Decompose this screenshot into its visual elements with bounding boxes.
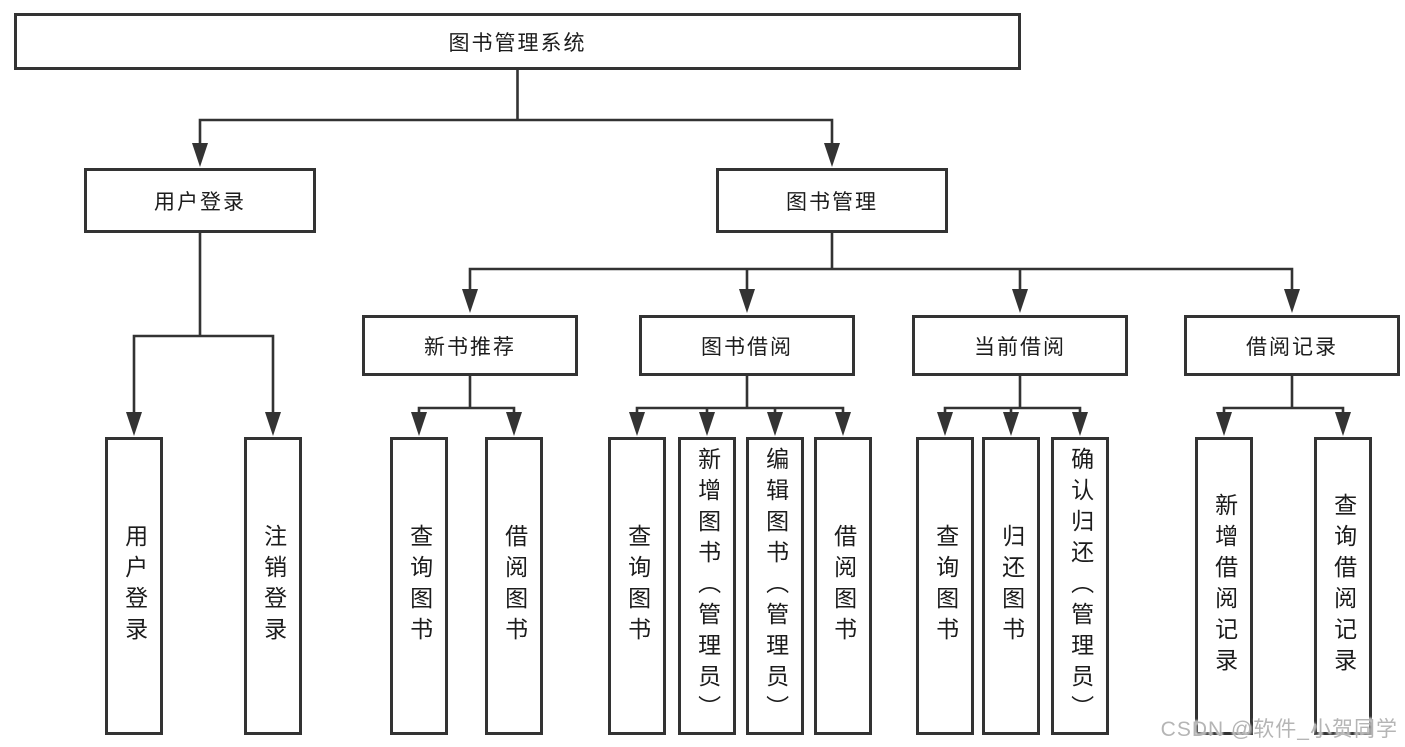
leaf-user-login-label: 用户登录 <box>121 524 148 648</box>
node-user-login: 用户登录 <box>84 168 316 233</box>
leaf-edit-book-admin: 编辑图书（管理员） <box>746 437 804 735</box>
leaf-search-books-recommend-label: 查询图书 <box>406 524 433 648</box>
leaf-borrow-books-recommend: 借阅图书 <box>485 437 543 735</box>
node-new-book-recommendation: 新书推荐 <box>362 315 578 376</box>
leaf-search-borrow-record: 查询借阅记录 <box>1314 437 1372 735</box>
leaf-search-books-recommend: 查询图书 <box>390 437 448 735</box>
node-current-borrowing-label: 当前借阅 <box>974 335 1066 359</box>
leaf-borrow-books-borrow-label: 借阅图书 <box>830 524 857 648</box>
leaf-logout-label: 注销登录 <box>260 524 287 648</box>
leaf-confirm-return-admin: 确认归还（管理员） <box>1051 437 1109 735</box>
node-user-login-label: 用户登录 <box>154 190 246 214</box>
node-current-borrowing: 当前借阅 <box>912 315 1128 376</box>
leaf-user-login: 用户登录 <box>105 437 163 735</box>
leaf-borrow-books-borrow: 借阅图书 <box>814 437 872 735</box>
node-book-management-label: 图书管理 <box>786 190 878 214</box>
node-book-management: 图书管理 <box>716 168 948 233</box>
leaf-add-borrow-record: 新增借阅记录 <box>1195 437 1253 735</box>
leaf-return-books-label: 归还图书 <box>998 524 1025 648</box>
leaf-confirm-return-admin-label: 确认归还（管理员） <box>1067 446 1094 726</box>
node-borrowing-records: 借阅记录 <box>1184 315 1400 376</box>
node-borrowing-records-label: 借阅记录 <box>1246 335 1338 359</box>
node-library-system: 图书管理系统 <box>14 13 1021 70</box>
leaf-return-books: 归还图书 <box>982 437 1040 735</box>
leaf-add-book-admin-label: 新增图书（管理员） <box>694 446 721 726</box>
leaf-search-books-current-label: 查询图书 <box>932 524 959 648</box>
leaf-search-borrow-record-label: 查询借阅记录 <box>1330 493 1357 679</box>
node-book-borrowing: 图书借阅 <box>639 315 855 376</box>
node-book-borrowing-label: 图书借阅 <box>701 335 793 359</box>
leaf-logout: 注销登录 <box>244 437 302 735</box>
leaf-borrow-books-recommend-label: 借阅图书 <box>501 524 528 648</box>
leaf-edit-book-admin-label: 编辑图书（管理员） <box>762 446 789 726</box>
leaf-add-borrow-record-label: 新增借阅记录 <box>1211 493 1238 679</box>
leaf-search-books-current: 查询图书 <box>916 437 974 735</box>
csdn-watermark: CSDN @软件_小贺同学 <box>1160 718 1398 741</box>
node-new-book-recommendation-label: 新书推荐 <box>424 335 516 359</box>
node-library-system-label: 图书管理系统 <box>448 31 587 55</box>
leaf-search-books-borrow-label: 查询图书 <box>624 524 651 648</box>
leaf-add-book-admin: 新增图书（管理员） <box>678 437 736 735</box>
leaf-search-books-borrow: 查询图书 <box>608 437 666 735</box>
